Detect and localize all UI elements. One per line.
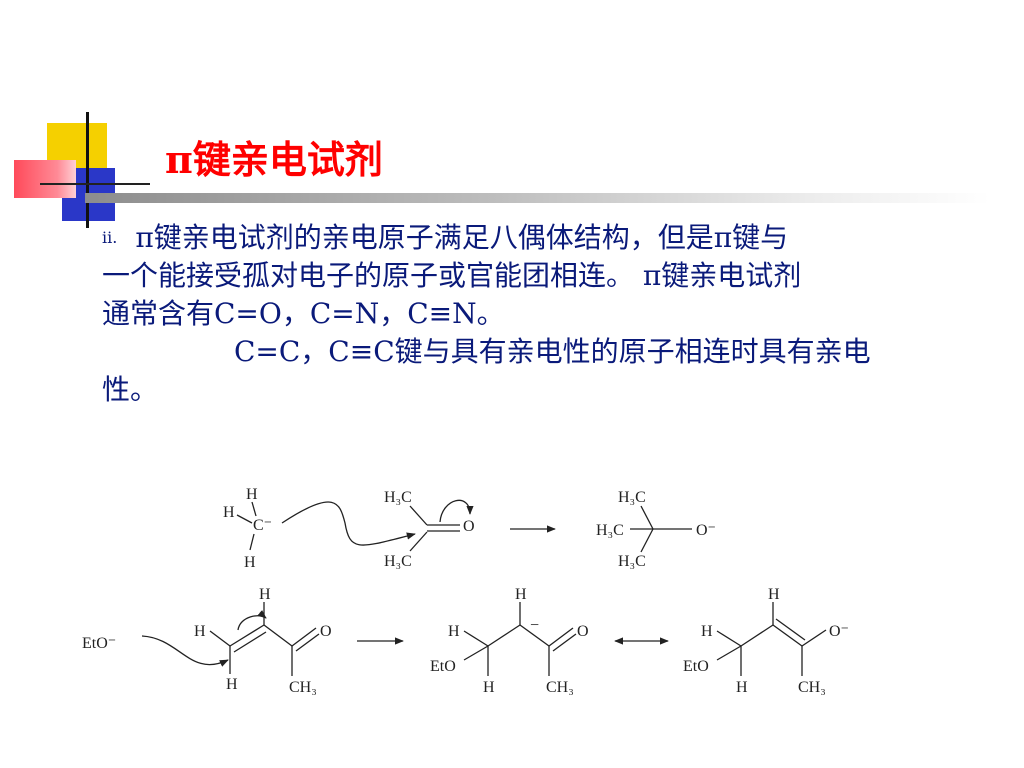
slide-title: π键亲电试剂 <box>165 137 383 182</box>
atom-label: H₃C <box>384 489 412 506</box>
ethoxide-label: EtO⁻ <box>82 635 116 652</box>
bond <box>233 631 267 653</box>
curved-arrow-icon <box>439 499 474 523</box>
atom-label: CH₃ <box>289 679 317 696</box>
atom-label: H <box>223 504 235 521</box>
curved-arrow-icon <box>141 635 229 667</box>
bond <box>775 618 806 641</box>
atom-label: CH₃ <box>798 679 826 696</box>
atom-label: CH₃ <box>546 679 574 696</box>
bond <box>249 533 255 551</box>
body-line-1: ii. π键亲电试剂的亲电原子满足八偶体结构，但是π键与 <box>102 219 992 257</box>
curved-arrow-icon <box>281 501 416 546</box>
body-text: ii. π键亲电试剂的亲电原子满足八偶体结构，但是π键与 一个能接受孤对电子的原子… <box>102 219 992 409</box>
reaction-scheme-figure: H H C⁻ H H₃C H₃C O H₃C H₃C H₃C O⁻ <box>82 486 849 696</box>
deco-vertical-line <box>86 112 89 228</box>
bond <box>209 630 231 647</box>
bond <box>463 630 489 647</box>
bond <box>640 528 654 553</box>
acetone: H₃C H₃C O <box>384 489 475 570</box>
bond <box>229 624 265 647</box>
atom-label: H₃C <box>596 522 624 539</box>
atom-label: H₃C <box>618 553 646 570</box>
atom-label: H <box>701 623 713 640</box>
atom-label: H <box>768 586 780 603</box>
charge-label: − <box>530 617 539 634</box>
atom-label: H <box>259 586 271 603</box>
atom-label: H <box>736 679 748 696</box>
atom-label: O <box>320 623 332 640</box>
atom-label: H <box>246 486 258 503</box>
bond <box>236 514 253 524</box>
bond <box>251 501 257 517</box>
deco-red-bar <box>14 160 76 198</box>
deco-horizontal-line <box>40 183 150 185</box>
reaction-2: EtO⁻ H H H O CH₃ H − H EtO H O CH <box>82 586 849 696</box>
body-line-3: 通常含有C=O，C=N，C≡N。 <box>102 297 505 330</box>
methyl-anion: H H C⁻ H <box>223 486 272 571</box>
bond <box>295 633 320 652</box>
enolate-enol-form: H H EtO H O⁻ CH₃ <box>683 586 849 696</box>
body-line-1-text: π键亲电试剂的亲电原子满足八偶体结构，但是π键与 <box>135 221 789 254</box>
bond <box>519 624 550 647</box>
bond <box>548 627 574 647</box>
bond <box>552 633 577 652</box>
atom-label: H <box>244 554 256 571</box>
bond <box>772 624 803 647</box>
atom-label: EtO <box>430 658 456 675</box>
enolate-keto-form: H − H EtO H O CH₃ <box>430 586 589 696</box>
list-marker: ii. <box>102 228 118 247</box>
atom-label: H <box>515 586 527 603</box>
bond <box>487 624 521 647</box>
bond <box>716 645 742 661</box>
bond <box>409 505 428 526</box>
reaction-1: H H C⁻ H H₃C H₃C O H₃C H₃C H₃C O⁻ <box>223 486 716 571</box>
bond <box>716 630 742 647</box>
bond <box>640 505 654 530</box>
atom-label: O <box>463 518 475 535</box>
body-line-5: 性。 <box>102 373 159 406</box>
atom-label: H <box>483 679 495 696</box>
enone: H H H O CH₃ <box>194 586 332 696</box>
title-underline-rule <box>85 193 990 203</box>
atom-label: O⁻ <box>829 623 849 640</box>
bond <box>740 624 774 647</box>
body-line-4: C=C，C≡C键与具有亲电性的原子相连时具有亲电 <box>234 335 871 368</box>
atom-label: O <box>577 623 589 640</box>
atom-label: H <box>448 623 460 640</box>
atom-label: H₃C <box>384 553 412 570</box>
bond <box>263 624 293 647</box>
bond <box>801 629 827 647</box>
atom-label: C⁻ <box>253 517 272 534</box>
atom-label: EtO <box>683 658 709 675</box>
atom-label: H <box>226 676 238 693</box>
curved-arrow-icon <box>237 609 267 631</box>
bond <box>291 627 317 647</box>
tert-butoxide: H₃C H₃C H₃C O⁻ <box>596 489 716 570</box>
atom-label: H <box>194 623 206 640</box>
body-line-2: 一个能接受孤对电子的原子或官能团相连。 π键亲电试剂 <box>102 259 802 292</box>
bond <box>463 645 489 661</box>
bond <box>409 531 428 552</box>
atom-label: O⁻ <box>696 522 716 539</box>
atom-label: H₃C <box>618 489 646 506</box>
